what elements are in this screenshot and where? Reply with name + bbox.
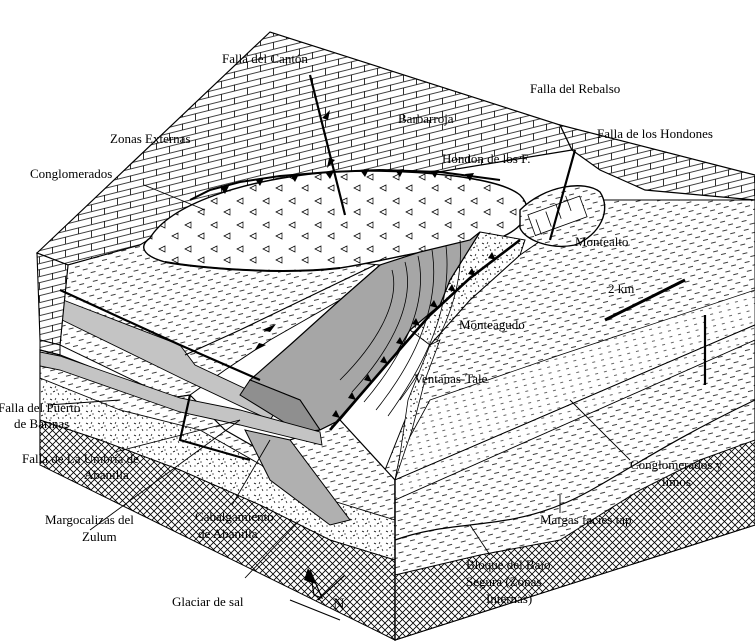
label-barbarroja: Barbarroja	[398, 111, 454, 126]
falla-rebalso-line	[184, 264, 376, 356]
label-falla-hondones: Falla de los Hondones	[597, 126, 713, 141]
label-zonas-externas: Zonas Externas	[110, 131, 191, 146]
falla-canton-line	[308, 74, 347, 216]
label-falla-puerto-2: de Barinas	[14, 416, 69, 431]
front-face-left	[36, 252, 396, 641]
label-cabalgamiento-2: de Abanilla	[198, 526, 258, 541]
label-bloque-1: Bloque del Bajo	[466, 557, 551, 572]
label-margocalizas-1: Margocalizas del	[45, 512, 134, 527]
structures	[59, 74, 707, 462]
label-falla-canton: Falla del Cantón	[222, 51, 308, 66]
zonas-externas-east-unit	[558, 124, 755, 201]
label-conglomerados-limos-1: Conglomerados y	[630, 457, 723, 472]
label-glaciar: Glaciar de sal	[172, 594, 244, 609]
cabalgamiento-abanilla-line	[329, 238, 521, 431]
label-conglomerados: Conglomerados	[30, 166, 112, 181]
falla-hondones-line	[548, 149, 577, 241]
leader-lines	[47, 184, 631, 579]
label-falla-umbria-2: Abanilla	[84, 467, 129, 482]
label-scale: 2 km	[608, 281, 634, 296]
label-falla-umbria-1: Falla de La Umbría de	[22, 451, 139, 466]
thrust-teeth	[332, 252, 496, 418]
label-margas: Margas facies tap	[540, 512, 631, 527]
label-margocalizas-2: Zulum	[82, 529, 117, 544]
scale-bar	[604, 278, 686, 322]
north-arrow	[289, 568, 346, 621]
label-monteagudo: Monteagudo	[459, 317, 525, 332]
label-falla-puerto-1: Falla del Puerto	[0, 400, 80, 415]
top-surface	[35, 31, 755, 481]
label-conglomerados-limos-2: limos	[662, 474, 691, 489]
front-face-right	[394, 324, 755, 641]
label-hondon: Hondón de los F.	[442, 151, 531, 166]
labels: Falla del Cantón Falla del Rebalso Barba…	[0, 51, 723, 613]
falla-puerto-line	[59, 289, 261, 382]
label-ventanas-tale: Ventanas-Tale	[414, 371, 488, 386]
label-falla-rebalso: Falla del Rebalso	[530, 81, 620, 96]
label-bloque-2: Segura (Zonas	[466, 574, 541, 589]
label-cabalgamiento-1: Cabalgamiento	[195, 509, 274, 524]
glaciar-banding	[339, 239, 461, 417]
falla-umbria-line	[178, 394, 251, 462]
ventanas-tale-unit	[394, 339, 441, 481]
label-bloque-3: Internas)	[486, 591, 532, 606]
label-montealto: Montealto	[575, 234, 628, 249]
label-north: N	[333, 596, 345, 613]
